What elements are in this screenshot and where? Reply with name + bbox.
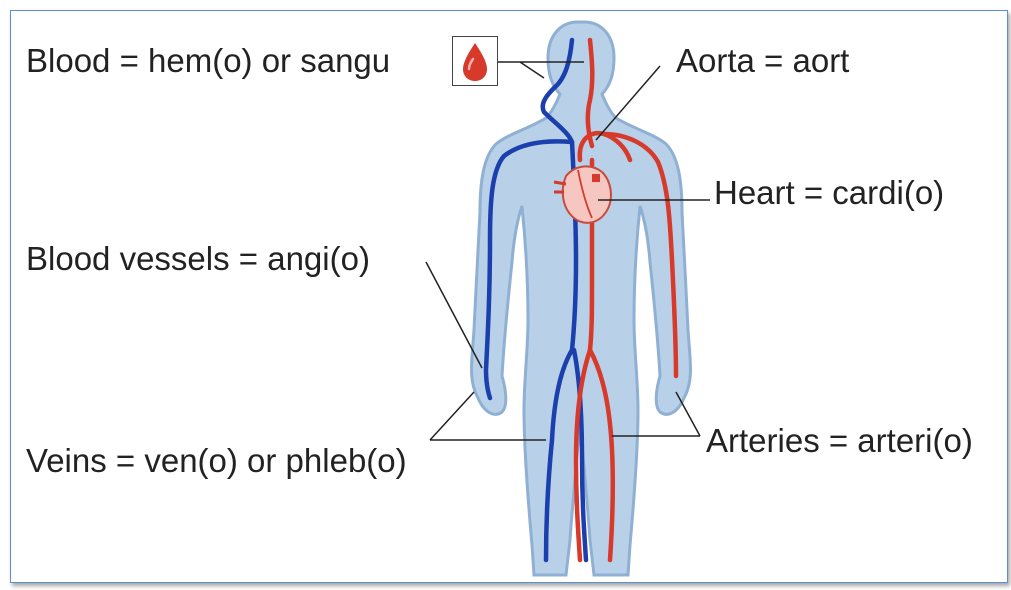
blood-vessels-label: Blood vessels = angi(o) <box>26 242 370 275</box>
aorta-label: Aorta = aort <box>676 44 849 77</box>
blood-label: Blood = hem(o) or sangu <box>26 44 390 77</box>
blood-drop-icon <box>453 37 497 85</box>
arteries-label: Arteries = arteri(o) <box>706 424 973 457</box>
blood-drop-icon-box <box>452 36 498 86</box>
veins-label: Veins = ven(o) or phleb(o) <box>26 444 407 477</box>
heart-label: Heart = cardi(o) <box>714 176 944 209</box>
